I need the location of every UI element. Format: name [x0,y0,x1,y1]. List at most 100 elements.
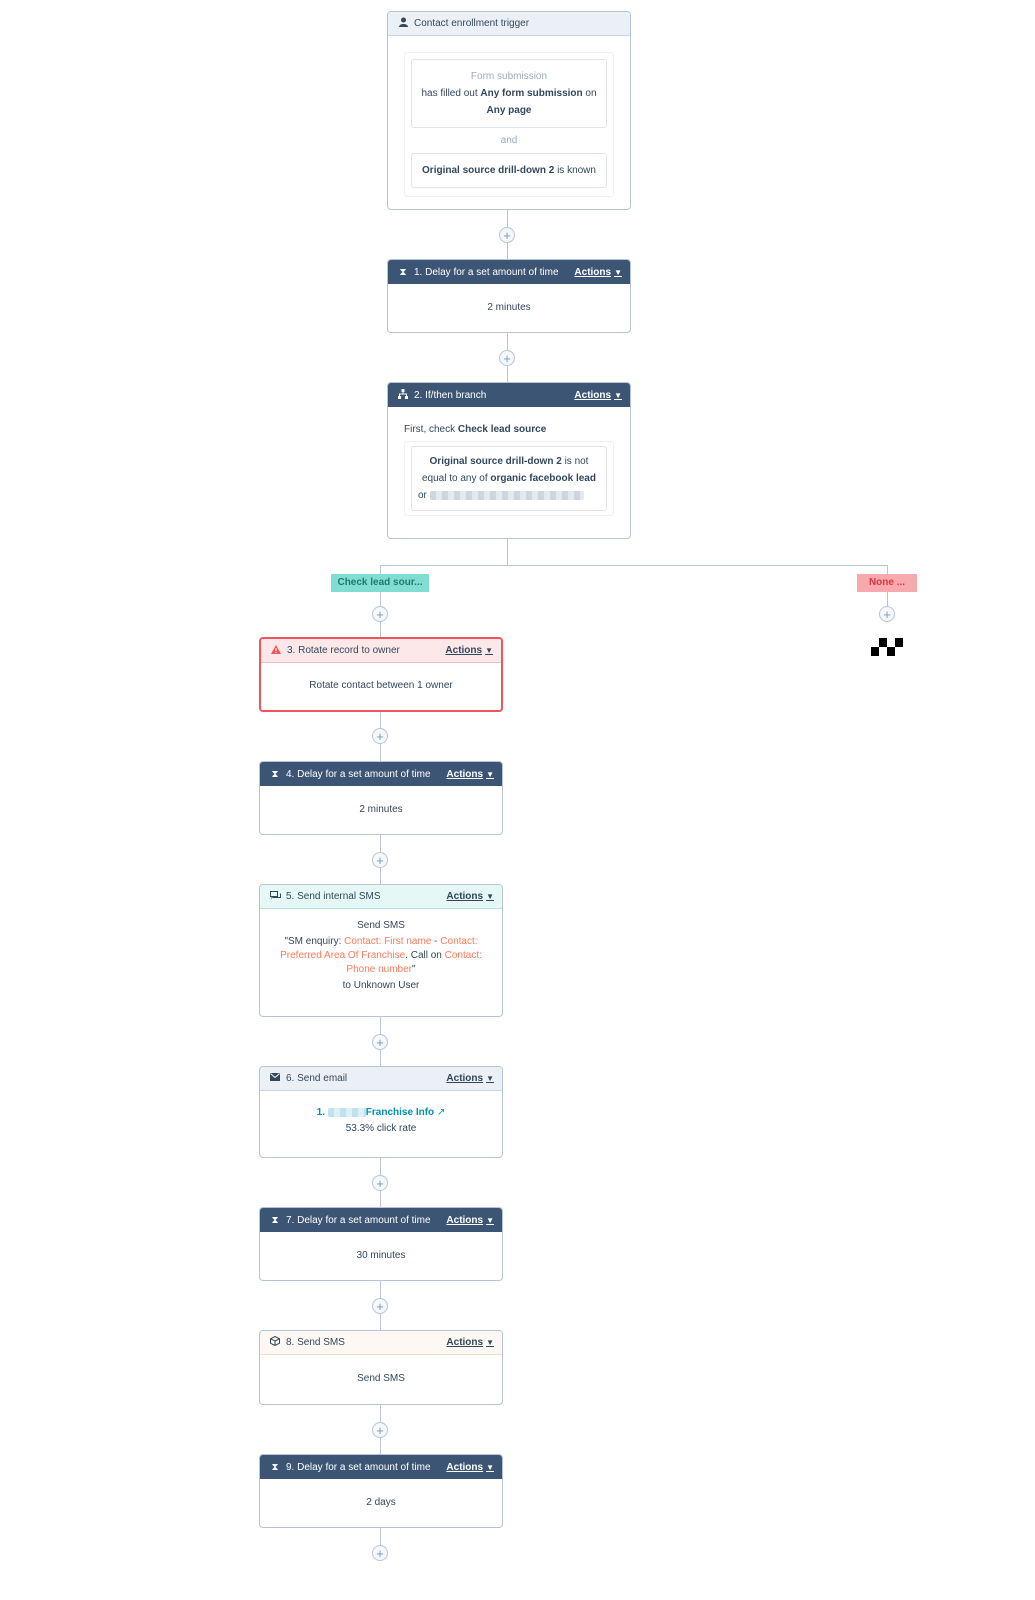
actions-label: Actions [446,891,484,902]
actions-label: Actions [446,768,484,780]
caret-down-icon: ▼ [614,267,622,277]
sms-text: . Call on [405,950,442,961]
delay-value: 2 minutes [487,302,531,313]
actions-dropdown[interactable]: Actions▼ [446,1462,494,1473]
actions-dropdown[interactable]: Actions▼ [446,1215,494,1226]
delay-value: 30 minutes [356,1250,406,1261]
external-link-icon[interactable]: ↗ [436,1107,446,1118]
condition-text: has filled out Any form submission on An… [420,85,598,119]
add-action-button[interactable]: + [372,1422,388,1438]
action-header: ⧗ 1. Delay for a set amount of time Acti… [388,260,630,284]
connector-s9-end [380,1528,381,1552]
action-card-internal-sms[interactable]: 5. Send internal SMS Actions▼ Send SMS "… [259,884,503,1017]
hourglass-icon: ⧗ [271,1461,279,1473]
action-title: 9. Delay for a set amount of time [286,1461,431,1473]
actions-dropdown[interactable]: Actions▼ [446,1073,494,1084]
condition-page: Any page [486,105,532,116]
add-action-button[interactable]: + [372,606,388,622]
action-header: 2. If/then branch Actions▼ [388,383,630,407]
actions-dropdown[interactable]: Actions▼ [446,769,494,780]
caret-down-icon: ▼ [486,769,494,779]
actions-dropdown[interactable]: Actions▼ [574,267,622,278]
condition-or-row: or [418,487,600,504]
caret-down-icon: ▼ [486,1462,494,1472]
actions-dropdown[interactable]: Actions▼ [446,1337,494,1348]
actions-label: Actions [446,1461,484,1473]
branch-condition[interactable]: Original source drill-down 2 is not equa… [411,446,607,511]
action-card-rotate-owner[interactable]: 3. Rotate record to owner Actions▼ Rotat… [259,637,503,712]
condition-operator: is not equal to any of [422,456,589,484]
hourglass-icon: ⧗ [399,266,407,278]
action-card-delay[interactable]: ⧗ 9. Delay for a set amount of time Acti… [259,1454,503,1528]
add-action-button[interactable]: + [372,1545,388,1561]
branch-name: Check lead source [457,424,547,435]
sms-body: Send SMS "SM enquiry: Contact: First nam… [260,909,502,1003]
actions-label: Actions [446,1073,484,1084]
action-card-delay[interactable]: ⧗ 4. Delay for a set amount of time Acti… [259,761,503,835]
branch-label-left[interactable]: Check lead sour... [331,574,429,592]
action-header: ⧗ 7. Delay for a set amount of time Acti… [260,1208,502,1232]
branch-label-text: None ... [868,577,906,588]
action-card-delay[interactable]: ⧗ 1. Delay for a set amount of time Acti… [387,259,631,333]
redacted-email-prefix [327,1107,366,1117]
trigger-title: Contact enrollment trigger [414,18,530,29]
actions-label: Actions [574,266,612,278]
add-action-button[interactable]: + [372,852,388,868]
action-card-send-email[interactable]: 6. Send email Actions▼ 1. Franchise Info… [259,1066,503,1158]
actions-dropdown[interactable]: Actions▼ [574,390,622,401]
email-link[interactable]: 1. Franchise Info ↗ [272,1105,490,1121]
add-action-button[interactable]: + [372,1175,388,1191]
delay-value: 2 days [366,1497,396,1508]
action-title: 8. Send SMS [286,1337,345,1348]
branch-icon [396,388,410,402]
actions-dropdown[interactable]: Actions▼ [446,891,494,902]
recipient-prefix: to [342,980,351,991]
caret-down-icon: ▼ [486,892,494,901]
action-title: 7. Delay for a set amount of time [286,1214,431,1226]
add-action-button[interactable]: + [879,606,895,622]
trigger-condition-2[interactable]: Original source drill-down 2 is known [411,153,607,188]
action-card-send-sms[interactable]: 8. Send SMS Actions▼ Send SMS [259,1330,503,1405]
email-number: 1. [316,1107,326,1118]
sms-recipient: to Unknown User [274,979,488,993]
enrollment-trigger-card[interactable]: Contact enrollment trigger Form submissi… [387,11,631,210]
cube-icon [268,1335,282,1349]
contact-icon [396,17,410,30]
add-action-button[interactable]: + [499,350,515,366]
sms-label: Send SMS [357,1373,405,1384]
action-header: 5. Send internal SMS Actions▼ [260,885,502,909]
end-flag-icon [871,638,903,661]
form-submission-label: Form submission [470,71,548,82]
action-title: 3. Rotate record to owner [287,645,400,656]
caret-down-icon: ▼ [614,390,622,400]
condition-property: Original source drill-down 2 [429,456,562,467]
sms-text: - [434,936,438,947]
action-card-delay[interactable]: ⧗ 7. Delay for a set amount of time Acti… [259,1207,503,1281]
branch-label-right[interactable]: None ... [857,574,917,592]
connector-right-branch [887,565,888,621]
action-card-branch[interactable]: 2. If/then branch Actions▼ First, check … [387,382,631,539]
rotate-description: Rotate contact between 1 owner [309,680,453,691]
and-label: and [500,135,518,146]
caret-down-icon: ▼ [485,646,493,655]
add-action-button[interactable]: + [372,728,388,744]
condition-prefix: has filled out [421,88,478,99]
actions-label: Actions [574,389,612,401]
connector-s2-split [507,539,508,565]
branch-label-text: Check lead sour... [337,577,423,588]
add-action-button[interactable]: + [499,227,515,243]
action-title: 1. Delay for a set amount of time [414,266,559,278]
actions-label: Actions [446,1214,484,1226]
envelope-icon [268,1073,282,1084]
action-title: 2. If/then branch [414,389,487,401]
add-action-button[interactable]: + [372,1298,388,1314]
actions-dropdown[interactable]: Actions▼ [445,645,493,656]
email-name: Franchise Info [365,1107,435,1118]
hourglass-icon: ⧗ [271,768,279,780]
branch-filter-group: Original source drill-down 2 is not equa… [404,441,614,516]
action-header: ⧗ 4. Delay for a set amount of time Acti… [260,762,502,786]
branch-prefix: First, check [404,424,456,435]
add-action-button[interactable]: + [372,1034,388,1050]
trigger-condition-1[interactable]: Form submission has filled out Any form … [411,59,607,128]
branch-first-check: First, check Check lead source [388,407,630,441]
